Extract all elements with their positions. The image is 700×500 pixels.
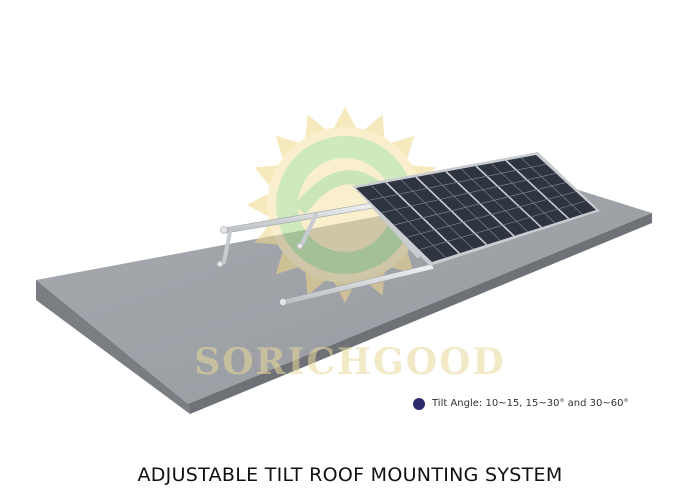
watermark-sun-icon [247, 107, 443, 303]
product-caption: ADJUSTABLE TILT ROOF MOUNTING SYSTEM [137, 464, 563, 486]
watermark-text: SORICHGOOD [194, 341, 505, 383]
roof-left-edge [36, 280, 190, 414]
solar-panel-array [352, 152, 600, 266]
rail-end-caps [216, 226, 304, 306]
spec-bullet [413, 398, 425, 410]
roof-front-edge [188, 213, 652, 414]
tilt-angle-spec: Tilt Angle: 10~15, 15~30° and 30~60° [432, 398, 629, 409]
